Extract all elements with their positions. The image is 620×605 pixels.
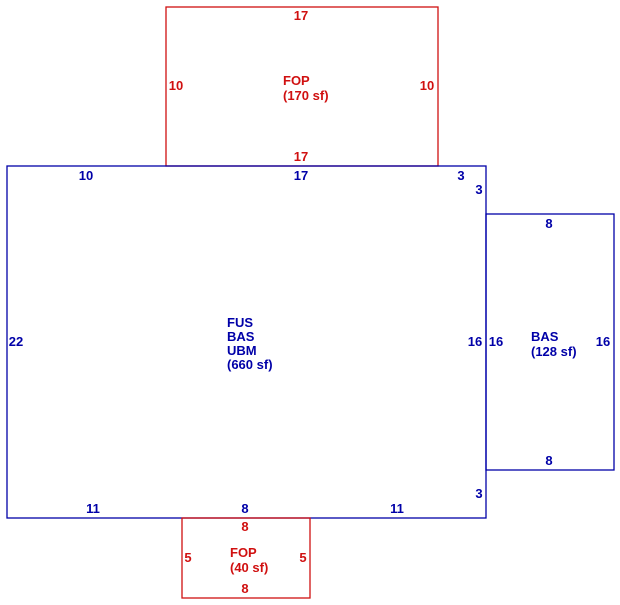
rear-porch-dim-top: 8 xyxy=(241,519,248,534)
main-dim-right-lower: 3 xyxy=(475,486,482,501)
rear-porch-dim-bottom: 8 xyxy=(241,581,248,596)
rear-porch-code: FOP xyxy=(230,545,257,560)
addition-code: BAS xyxy=(531,329,559,344)
main-dim-right-upper: 3 xyxy=(475,182,482,197)
main-dim-top-mid: 17 xyxy=(294,168,308,183)
rear-porch-area: (40 sf) xyxy=(230,560,268,575)
front-porch-dim-top: 17 xyxy=(294,8,308,23)
main-dim-bottom-right: 11 xyxy=(390,501,404,516)
addition-area: (128 sf) xyxy=(531,344,577,359)
front-porch-code: FOP xyxy=(283,73,310,88)
main-code-3: UBM xyxy=(227,343,257,358)
front-porch-area: (170 sf) xyxy=(283,88,329,103)
rear-porch-dim-right: 5 xyxy=(299,550,306,565)
main-dim-right-mid: 16 xyxy=(468,334,482,349)
main-dim-left: 22 xyxy=(9,334,23,349)
addition-outline xyxy=(485,213,615,471)
rear-porch-outline xyxy=(181,517,311,599)
main-code-1: FUS xyxy=(227,315,253,330)
front-porch-dim-bottom: 17 xyxy=(294,149,308,164)
front-porch-dim-right: 10 xyxy=(420,78,434,93)
addition-dim-left: 16 xyxy=(489,334,503,349)
addition-dim-top: 8 xyxy=(545,216,552,231)
addition-dim-bottom: 8 xyxy=(545,453,552,468)
front-porch-dim-left: 10 xyxy=(169,78,183,93)
main-dim-top-left: 10 xyxy=(79,168,93,183)
main-dim-bottom-mid: 8 xyxy=(241,501,248,516)
rear-porch-dim-left: 5 xyxy=(184,550,191,565)
main-dim-top-right: 3 xyxy=(457,168,464,183)
main-area: (660 sf) xyxy=(227,357,273,372)
main-code-2: BAS xyxy=(227,329,255,344)
main-dim-bottom-left: 11 xyxy=(86,501,100,516)
addition-dim-right: 16 xyxy=(596,334,610,349)
